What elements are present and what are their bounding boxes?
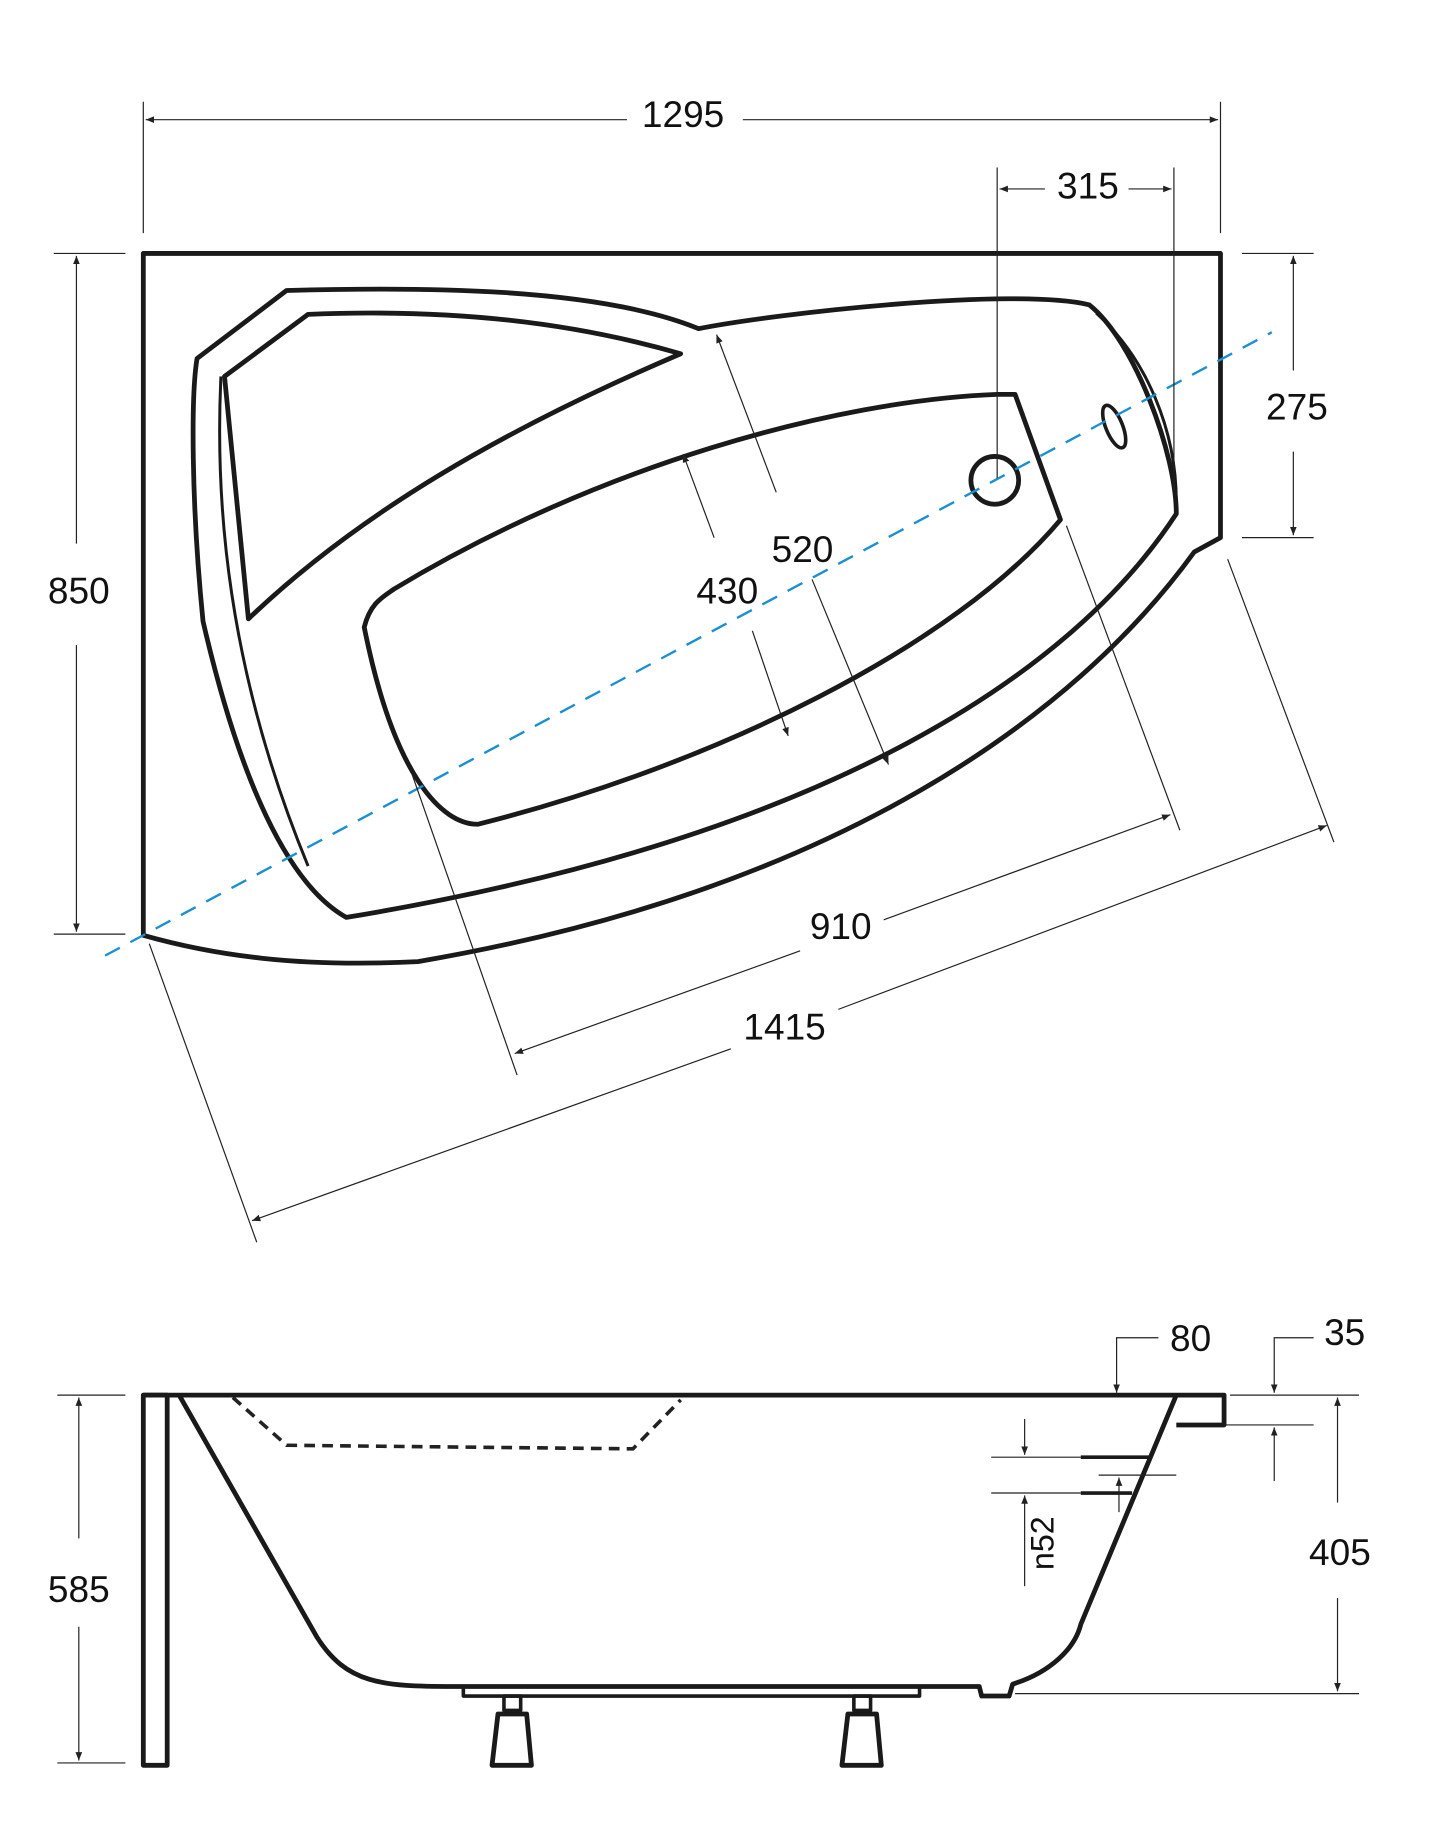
dim-label: 850 xyxy=(48,570,110,612)
dim-label: 430 xyxy=(696,570,758,612)
tub-rim-shadow xyxy=(218,312,1178,867)
dim-right-side-depth: 275 xyxy=(1241,252,1328,539)
tub-leg xyxy=(839,1694,884,1768)
dim-label: 520 xyxy=(772,528,834,570)
dim-basin-length: 910 xyxy=(411,525,1181,1076)
front-apron xyxy=(140,1392,170,1768)
seat-contour xyxy=(231,1396,682,1451)
tub-leg xyxy=(489,1694,534,1768)
dim-label: 910 xyxy=(810,905,872,947)
dim-overflow: n52 xyxy=(991,1418,1177,1587)
dim-label: 80 xyxy=(1170,1317,1211,1359)
support-frame xyxy=(461,1684,922,1698)
dim-rim-width: 80 xyxy=(1113,1317,1211,1393)
dim-label: 275 xyxy=(1266,386,1328,428)
top-view: 1295 315 850 275 520 xyxy=(48,93,1335,1243)
dim-label: 315 xyxy=(1057,165,1119,207)
dim-overall-height: 585 xyxy=(48,1394,126,1764)
tub-rim-inner xyxy=(190,286,1179,920)
dim-overall-width: 1295 xyxy=(142,93,1222,234)
dim-diagonal-length: 1415 xyxy=(148,558,1335,1243)
side-view: 585 405 80 35 n52 xyxy=(48,1311,1371,1768)
dim-label: 405 xyxy=(1309,1531,1371,1573)
dim-tub-depth: 405 xyxy=(1015,1394,1371,1695)
dim-label: 1295 xyxy=(642,93,724,135)
dim-label: 1415 xyxy=(743,1005,825,1047)
dim-basin-width-inner: 430 xyxy=(682,453,789,737)
dim-drain-offset: 315 xyxy=(996,165,1175,490)
overflow-icon xyxy=(1100,403,1128,450)
dim-basin-width-outer: 520 xyxy=(715,334,890,765)
tub-outer-outline xyxy=(140,251,1223,966)
dim-label: 585 xyxy=(48,1568,110,1610)
headrest xyxy=(222,310,684,622)
dim-rim-thickness: 35 xyxy=(1224,1311,1365,1482)
rim-top xyxy=(143,1392,1227,1428)
center-axis xyxy=(104,331,1273,957)
dim-label: n52 xyxy=(1024,1516,1060,1570)
drain-icon xyxy=(968,454,1022,507)
dim-overall-depth: 850 xyxy=(48,252,126,935)
dim-label: 35 xyxy=(1324,1311,1365,1353)
basin xyxy=(361,391,1063,827)
